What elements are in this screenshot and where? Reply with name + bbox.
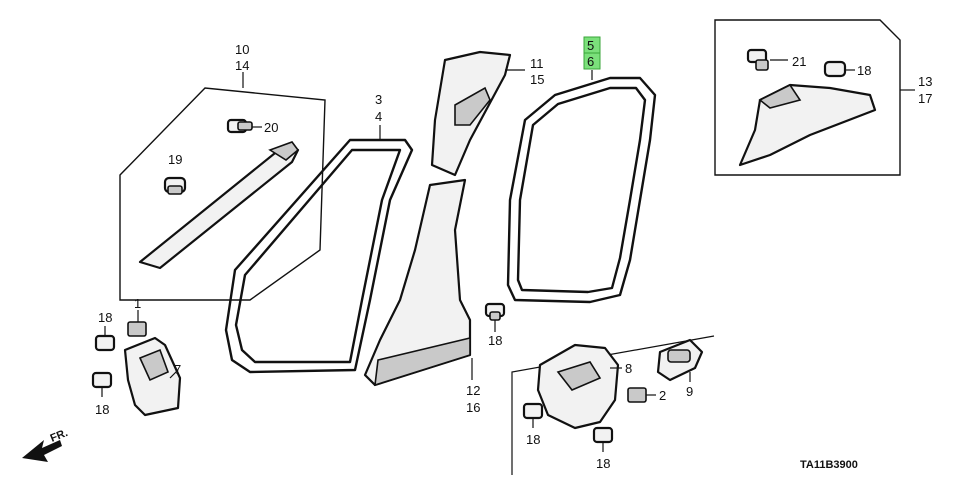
clip-21[interactable]	[746, 48, 788, 71]
callout-8: 8	[625, 361, 632, 376]
callout-16: 16	[466, 400, 480, 415]
leader-7	[169, 369, 179, 379]
a-pillar-garnish-tip	[268, 141, 300, 161]
pad-1[interactable]	[127, 321, 147, 337]
pad-2[interactable]	[627, 387, 647, 403]
hook-cover-slot	[667, 349, 691, 363]
callout-1: 1	[134, 296, 141, 311]
callout-19: 19	[168, 152, 182, 167]
clip-18-trim-bottom[interactable]	[592, 426, 614, 452]
callout-11: 11	[530, 56, 544, 71]
callout-18-kick-upper: 18	[98, 310, 112, 325]
lower-right-divider	[511, 335, 715, 475]
clip-18-b-pillar[interactable]	[484, 302, 506, 332]
callout-6: 6	[587, 54, 594, 69]
callout-18-c-pillar: 18	[857, 63, 871, 78]
front-door-seal-inner	[234, 148, 402, 364]
rear-side-trim-bracket-recess	[556, 361, 602, 391]
callout-13: 13	[918, 74, 932, 89]
callout-15: 15	[530, 72, 544, 87]
callout-18-b-pillar: 18	[488, 333, 502, 348]
callout-20: 20	[264, 120, 278, 135]
callout-9: 9	[686, 384, 693, 399]
front-door-seal[interactable]	[224, 138, 414, 374]
c-pillar-garnish-top	[758, 83, 802, 109]
callout-3: 3	[375, 92, 382, 107]
clip-19[interactable]	[163, 176, 187, 195]
group-box-13-17	[714, 19, 901, 176]
rear-door-seal-inner	[516, 86, 647, 294]
callout-18-trim-left: 18	[526, 432, 540, 447]
rear-door-seal[interactable]	[506, 76, 657, 304]
callout-10: 10	[235, 42, 249, 57]
clip-18-c-pillar[interactable]	[823, 60, 855, 78]
c-pillar-garnish[interactable]	[738, 83, 877, 167]
callout-12: 12	[466, 383, 480, 398]
clip-18-trim-left[interactable]	[522, 402, 544, 428]
callout-7: 7	[174, 362, 181, 377]
clip-18-kick-upper[interactable]	[94, 326, 116, 352]
callout-18-kick-lower: 18	[95, 402, 109, 417]
front-kick-panel-recess	[138, 348, 170, 382]
b-pillar-lower-base	[374, 336, 471, 387]
callout-14: 14	[235, 58, 249, 73]
clip-20[interactable]	[226, 118, 262, 134]
a-pillar-garnish[interactable]	[138, 143, 300, 270]
callout-17: 17	[918, 91, 932, 106]
highlight-6	[583, 52, 601, 70]
callout-5: 5	[587, 38, 594, 53]
clip-18-kick-lower[interactable]	[91, 371, 113, 397]
callout-21: 21	[792, 54, 806, 69]
direction-label: FR.	[49, 427, 70, 445]
diagram-code: TA11B3900	[800, 459, 858, 471]
front-direction-arrow	[22, 440, 62, 462]
callout-18-trim-bottom: 18	[596, 456, 610, 471]
b-pillar-upper-belt-anchor	[454, 86, 491, 126]
callout-2: 2	[659, 388, 666, 403]
group-box-10-14	[119, 87, 326, 301]
callout-4: 4	[375, 109, 382, 124]
